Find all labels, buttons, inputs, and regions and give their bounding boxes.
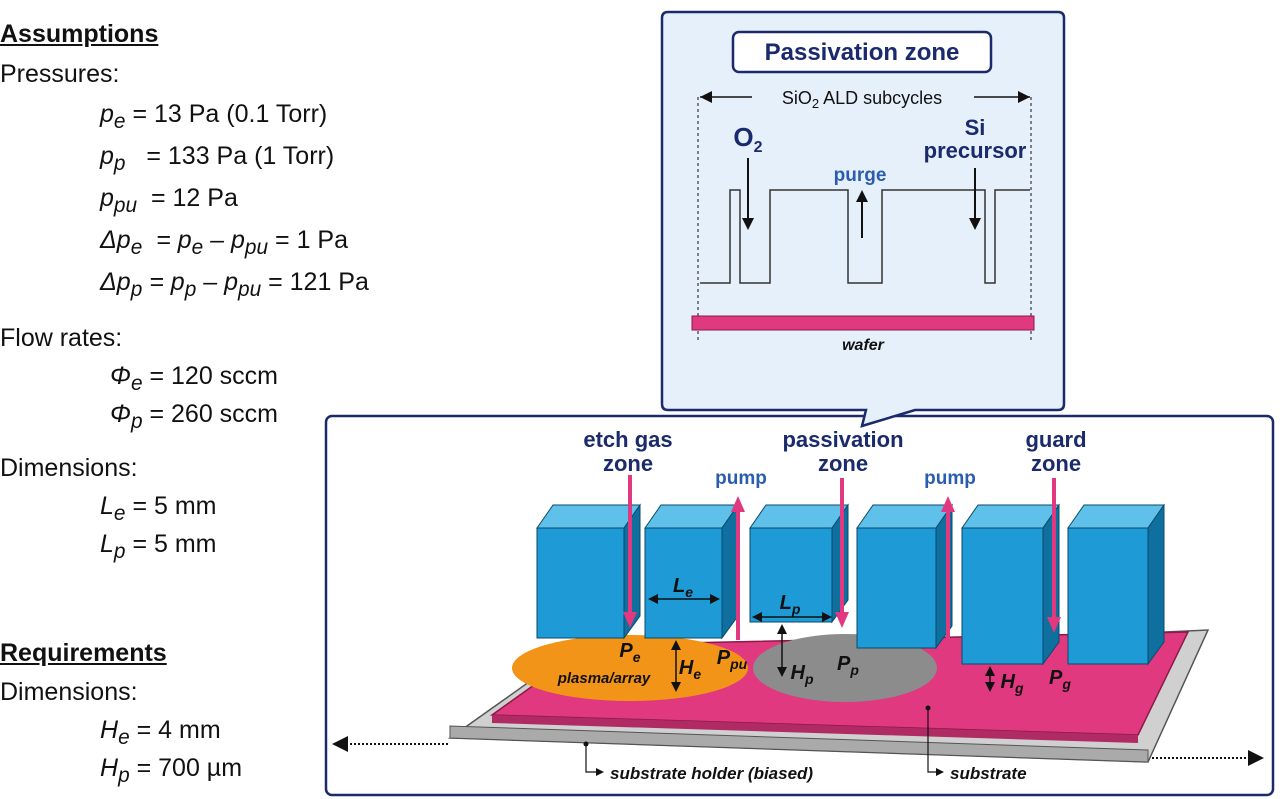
- passivation-zone-label-1: passivation: [782, 427, 903, 452]
- delta-pp: Δpp = pp – ppu = 121 Pa: [100, 268, 369, 301]
- passivation-region: [753, 634, 937, 702]
- dimensions-label: Dimensions:: [0, 454, 138, 482]
- pressures-label: Pressures:: [0, 60, 120, 88]
- flow-phi-e: Φe = 120 sccm: [110, 362, 279, 395]
- dim-le: Le = 5 mm: [100, 492, 217, 525]
- precursor-label: precursor: [924, 138, 1027, 163]
- pulse-train: [700, 189, 1030, 284]
- pe-label: Pe: [619, 640, 640, 665]
- block-4: [856, 503, 953, 650]
- wafer-label: wafer: [842, 337, 885, 354]
- plasma-region: [512, 635, 748, 701]
- pump-label-1: pump: [715, 468, 767, 489]
- purge-label: purge: [834, 165, 887, 186]
- pressure-pp: pp = 133 Pa (1 Torr): [100, 142, 335, 175]
- etch-zone-label-1: etch gas: [583, 427, 672, 452]
- flow-rates-label: Flow rates:: [0, 324, 123, 352]
- le-label: Le: [673, 575, 693, 600]
- si-label: Si: [965, 115, 986, 140]
- pressure-pe: pe = 13 Pa (0.1 Torr): [100, 100, 328, 133]
- guard-zone-label-1: guard: [1025, 427, 1086, 452]
- callout-title-box: [731, 30, 993, 74]
- ppu-label: Ppu: [717, 647, 748, 672]
- o2-label: O2: [733, 122, 762, 156]
- block-2: [644, 503, 739, 640]
- hg-label: Hg: [1000, 671, 1023, 696]
- holder-label: substrate holder (biased): [610, 764, 813, 783]
- substrate-label: substrate: [950, 764, 1027, 783]
- pg-label: Pg: [1049, 667, 1071, 692]
- req-he: He = 4 mm: [100, 716, 221, 749]
- flow-arrows: [623, 475, 1061, 645]
- etch-zone-label-2: zone: [603, 451, 653, 476]
- assumptions-panel: Assumptions Pressures: pe = 13 Pa (0.1 T…: [0, 0, 430, 799]
- delta-pe: Δpe = pe – ppu = 1 Pa: [100, 226, 349, 259]
- requirements-dimensions-label: Dimensions:: [0, 678, 138, 706]
- motion-arrow-left: [332, 736, 450, 752]
- hp-label: Hp: [790, 662, 813, 687]
- flow-phi-p: Φp = 260 sccm: [110, 400, 279, 433]
- motion-arrow-right: [1152, 750, 1264, 766]
- guard-zone-label-2: zone: [1031, 451, 1081, 476]
- req-hp: Hp = 700 µm: [100, 754, 243, 787]
- head-blocks: [536, 503, 1165, 666]
- callout-wafer: [691, 315, 1035, 331]
- block-5: [961, 503, 1060, 666]
- pump-label-2: pump: [924, 468, 976, 489]
- callout-title: Passivation zone: [765, 39, 960, 66]
- subcycles-label: SiO2 ALD subcycles: [782, 88, 942, 111]
- block-6: [1067, 503, 1165, 666]
- pp-label: Pp: [837, 653, 859, 678]
- block-3: [749, 503, 849, 624]
- plasma-label: plasma/array: [557, 670, 651, 687]
- dim-lp: Lp = 5 mm: [100, 530, 217, 563]
- passivation-zone-label-2: zone: [818, 451, 868, 476]
- lp-label: Lp: [780, 592, 801, 617]
- he-label: He: [679, 657, 701, 682]
- requirements-heading: Requirements: [0, 639, 167, 667]
- pressure-ppu: ppu = 12 Pa: [100, 184, 238, 217]
- block-1: [536, 503, 641, 640]
- assumptions-heading: Assumptions: [0, 20, 159, 48]
